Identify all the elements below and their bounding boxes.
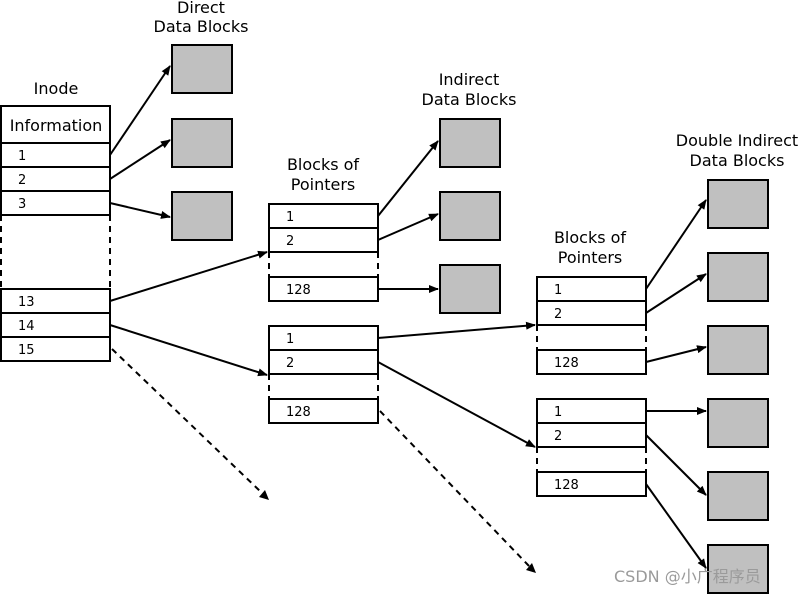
inode-pointer-15 (0, 336, 111, 362)
double-indirect-data-block-1 (707, 179, 769, 229)
ptr-block-c-row-2 (536, 300, 647, 326)
ptr-block-a-row-1-label: 1 (286, 210, 294, 225)
arrow-c2-to-double2 (645, 273, 707, 314)
ptr-block-d-row-2 (536, 422, 647, 448)
pointer-block-double-indirect-level2-a: 1 2 128 (536, 276, 647, 375)
inode-information-label: Information (10, 116, 103, 135)
inode-pointer-13-label: 13 (18, 295, 35, 310)
inode-pointer-1-label: 1 (18, 149, 26, 164)
direct-data-block-3 (171, 191, 233, 241)
inode-information-cell (0, 105, 111, 144)
double-indirect-data-block-3 (707, 325, 769, 375)
inode-pointer-14 (0, 312, 111, 338)
arrow-b1-to-ptr-block-c (377, 321, 536, 339)
arrow-d2-to-double5 (645, 434, 707, 496)
ptr-block-a-row-1 (268, 203, 379, 229)
arrow-d128-to-double6 (645, 483, 707, 569)
inode-pointer-14-label: 14 (18, 319, 35, 334)
ptr-block-a-row-2 (268, 227, 379, 253)
blocks-of-pointers-heading-1-line2: Pointers (291, 175, 355, 194)
arrow-c1-to-double1 (645, 199, 707, 290)
double-indirect-heading-line1: Double Indirect (676, 131, 798, 150)
ptr-block-c-row-128-label: 128 (554, 356, 579, 371)
arrow-a1-to-indirect1 (377, 140, 439, 217)
direct-data-block-1 (171, 44, 233, 94)
ptr-block-c-row-1-label: 1 (554, 283, 562, 298)
pointer-block-single-indirect: 1 2 128 (268, 203, 379, 302)
direct-heading-line1: Direct (177, 0, 225, 17)
pointer-block-double-indirect-level1: 1 2 128 (268, 325, 379, 424)
ptr-block-b-row-1-label: 1 (286, 332, 294, 347)
watermark-text: CSDN @小广程序员 (614, 567, 761, 586)
double-indirect-heading-line2: Data Blocks (690, 151, 785, 170)
arrow-b128-dashed-head (526, 563, 536, 573)
arrow-inode15-dashed (111, 348, 263, 494)
inode-pointer-15-label: 15 (18, 343, 35, 358)
arrow-inode1-to-direct1 (109, 65, 171, 156)
double-indirect-data-block-4 (707, 398, 769, 448)
double-indirect-data-block-5 (707, 471, 769, 521)
inode-pointer-3-label: 3 (18, 197, 26, 212)
double-indirect-data-block-6 (707, 544, 769, 594)
direct-data-block-2 (171, 118, 233, 168)
double-indirect-data-block-2 (707, 252, 769, 302)
arrow-a2-to-indirect2 (377, 213, 439, 241)
blocks-of-pointers-heading-1-line1: Blocks of (287, 155, 359, 174)
direct-heading-line2: Data Blocks (154, 17, 249, 36)
ptr-block-a-row-128-label: 128 (286, 283, 311, 298)
ptr-block-d-row-2-label: 2 (554, 429, 562, 444)
ptr-block-b-row-2 (268, 349, 379, 375)
ptr-block-d-row-128-label: 128 (554, 478, 579, 493)
arrow-inode3-to-direct3 (109, 202, 171, 219)
ptr-block-c-row-128 (536, 349, 647, 375)
indirect-data-block-2 (439, 191, 501, 241)
ptr-block-a-row-2-label: 2 (286, 234, 294, 249)
inode-heading: Inode (34, 79, 79, 98)
blocks-of-pointers-heading-2-line1: Blocks of (554, 228, 626, 247)
pointer-block-double-indirect-level2-b: 1 2 128 (536, 398, 647, 497)
arrow-inode14-to-ptr-block-b (109, 324, 268, 377)
arrow-b2-to-ptr-block-d (377, 361, 536, 448)
arrows (109, 65, 707, 573)
arrow-c128-to-double3 (645, 345, 707, 363)
indirect-heading-line1: Indirect (439, 70, 500, 89)
arrow-inode13-to-ptr-block-a (109, 250, 268, 302)
ptr-block-b-row-128 (268, 398, 379, 424)
ptr-block-a-row-128 (268, 276, 379, 302)
inode-pointer-2-label: 2 (18, 173, 26, 188)
arrow-b128-dashed (379, 410, 530, 567)
indirect-data-block-3 (439, 264, 501, 314)
arrow-inode15-dashed-head (259, 490, 269, 500)
ptr-block-b-row-2-label: 2 (286, 356, 294, 371)
ptr-block-d-row-1-label: 1 (554, 405, 562, 420)
indirect-heading-line2: Data Blocks (422, 90, 517, 109)
inode-table: Information 1 2 3 13 14 15 (0, 105, 111, 362)
ptr-block-c-row-2-label: 2 (554, 307, 562, 322)
indirect-data-block-1 (439, 118, 501, 168)
blocks-of-pointers-heading-2-line2: Pointers (558, 248, 622, 267)
arrow-inode2-to-direct2 (109, 139, 171, 180)
ptr-block-b-row-128-label: 128 (286, 405, 311, 420)
